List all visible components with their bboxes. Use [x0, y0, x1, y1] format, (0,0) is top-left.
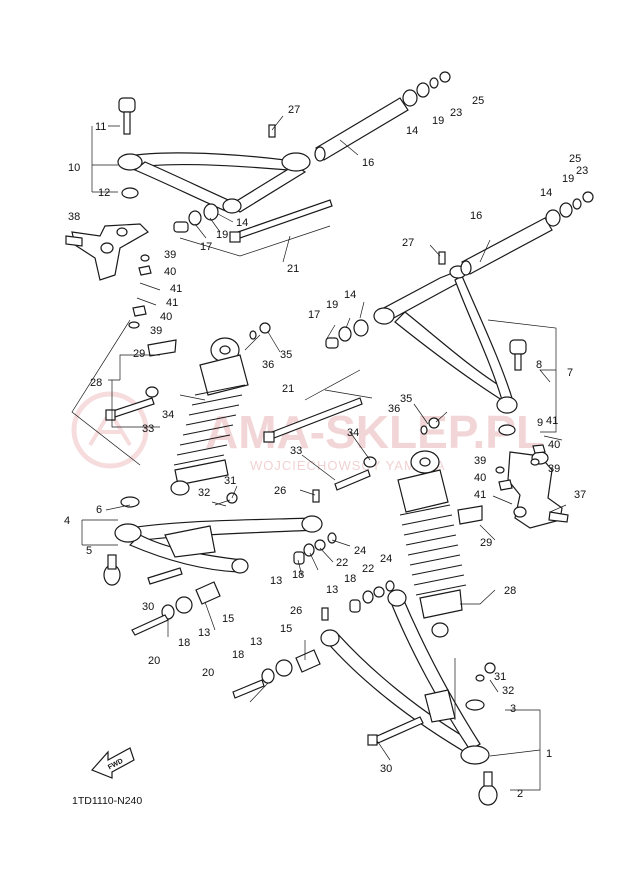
callout-23-a: 23: [450, 107, 462, 119]
callout-26-a: 26: [274, 485, 286, 497]
callout-31-a: 31: [224, 475, 236, 487]
callout-9: 9: [537, 417, 543, 429]
callout-35-b: 35: [400, 393, 412, 405]
callout-5: 5: [86, 545, 92, 557]
callout-17-a: 17: [200, 241, 212, 253]
callout-15-b: 15: [280, 623, 292, 635]
callout-labels: 1 2 3 4 5 6 7 8 9 10 11 12 13 13 13 13 1…: [64, 95, 588, 800]
callout-21-a: 21: [287, 263, 299, 275]
diagram-code: 1TD1110-N240: [72, 795, 142, 807]
callout-13-d: 13: [250, 636, 262, 648]
callout-28-a: 28: [90, 377, 102, 389]
callout-38: 38: [68, 211, 80, 223]
callout-36-b: 36: [388, 403, 400, 415]
callout-6: 6: [96, 504, 102, 516]
callout-3: 3: [510, 703, 516, 715]
callout-16-b: 16: [470, 210, 482, 222]
callout-26-b: 26: [290, 605, 302, 617]
callout-2: 2: [517, 788, 523, 800]
callout-22-b: 22: [362, 563, 374, 575]
callout-41-c: 41: [474, 489, 486, 501]
callout-41-d: 41: [546, 415, 558, 427]
callout-14-a: 14: [406, 125, 418, 137]
callout-13-b: 13: [198, 627, 210, 639]
callout-18-b: 18: [178, 637, 190, 649]
callout-12: 12: [98, 187, 110, 199]
callout-24-b: 24: [380, 553, 392, 565]
callout-11: 11: [95, 121, 106, 133]
callout-27-a: 27: [288, 104, 300, 116]
callout-37: 37: [574, 489, 586, 501]
callout-18-d: 18: [232, 649, 244, 661]
callout-30-b: 30: [380, 763, 392, 775]
left-knuckle: [65, 223, 161, 329]
callout-27-b: 27: [402, 237, 414, 249]
callout-34-a: 34: [162, 409, 174, 421]
callout-39-a: 39: [164, 249, 176, 261]
callout-14-d: 14: [344, 289, 356, 301]
callout-15-a: 15: [222, 613, 234, 625]
callout-20-b: 20: [202, 667, 214, 679]
callout-25-b: 25: [569, 153, 581, 165]
callout-17-b: 17: [308, 309, 320, 321]
callout-10: 10: [68, 162, 80, 174]
callout-40-d: 40: [548, 439, 560, 451]
callout-23-b: 23: [576, 165, 588, 177]
callout-22-a: 22: [336, 557, 348, 569]
left-shock-absorber: [105, 322, 271, 496]
fwd-arrow-icon: FWD: [90, 747, 135, 779]
upper-left-arm-assembly: [117, 71, 451, 243]
lower-right-arm-assembly: [232, 580, 498, 806]
callout-16-a: 16: [362, 157, 374, 169]
callout-40-a: 40: [164, 266, 176, 278]
callout-40-c: 40: [474, 472, 486, 484]
callout-19-b: 19: [216, 229, 228, 241]
callout-4: 4: [64, 515, 70, 527]
callout-7: 7: [567, 367, 573, 379]
callout-32-b: 32: [502, 685, 514, 697]
callout-39-c: 39: [474, 455, 486, 467]
callout-33-a: 33: [142, 423, 154, 435]
callout-18-c: 18: [344, 573, 356, 585]
callout-39-b: 39: [150, 325, 162, 337]
callout-18-a: 18: [292, 569, 304, 581]
upper-right-arm-assembly: [263, 191, 594, 443]
callout-24-a: 24: [354, 545, 366, 557]
callout-13-c: 13: [326, 584, 338, 596]
callout-36-a: 36: [262, 359, 274, 371]
watermark: AMA-SKLEP.PL WOJCIECHOWSCY YAMAHA: [71, 391, 544, 473]
right-knuckle: [492, 435, 569, 529]
watermark-subtext: WOJCIECHOWSCY YAMAHA: [250, 458, 446, 473]
callout-28-b: 28: [504, 585, 516, 597]
callout-32-a: 32: [198, 487, 210, 499]
callout-25-a: 25: [472, 95, 484, 107]
callout-21-b: 21: [282, 383, 294, 395]
callout-8: 8: [536, 359, 542, 371]
callout-19-a: 19: [432, 115, 444, 127]
leader-lines: [71, 115, 567, 791]
callout-14-b: 14: [236, 217, 248, 229]
callout-30-a: 30: [142, 601, 154, 613]
callout-29-b: 29: [480, 537, 492, 549]
callout-14-c: 14: [540, 187, 552, 199]
callout-31-b: 31: [494, 671, 506, 683]
callout-20-a: 20: [148, 655, 160, 667]
callout-13-a: 13: [270, 575, 282, 587]
right-shock-absorber: [334, 417, 483, 638]
callout-39-d: 39: [548, 463, 560, 475]
callout-19-c: 19: [562, 173, 574, 185]
callout-41-b: 41: [166, 297, 178, 309]
watermark-text: AMA-SKLEP.PL: [205, 406, 544, 458]
callout-35-a: 35: [280, 349, 292, 361]
callout-34-b: 34: [347, 427, 359, 439]
callout-19-d: 19: [326, 299, 338, 311]
callout-1: 1: [546, 748, 552, 760]
callout-40-b: 40: [160, 311, 172, 323]
callout-41-a: 41: [170, 283, 182, 295]
callout-33-b: 33: [290, 445, 302, 457]
callout-29-a: 29: [133, 348, 145, 360]
